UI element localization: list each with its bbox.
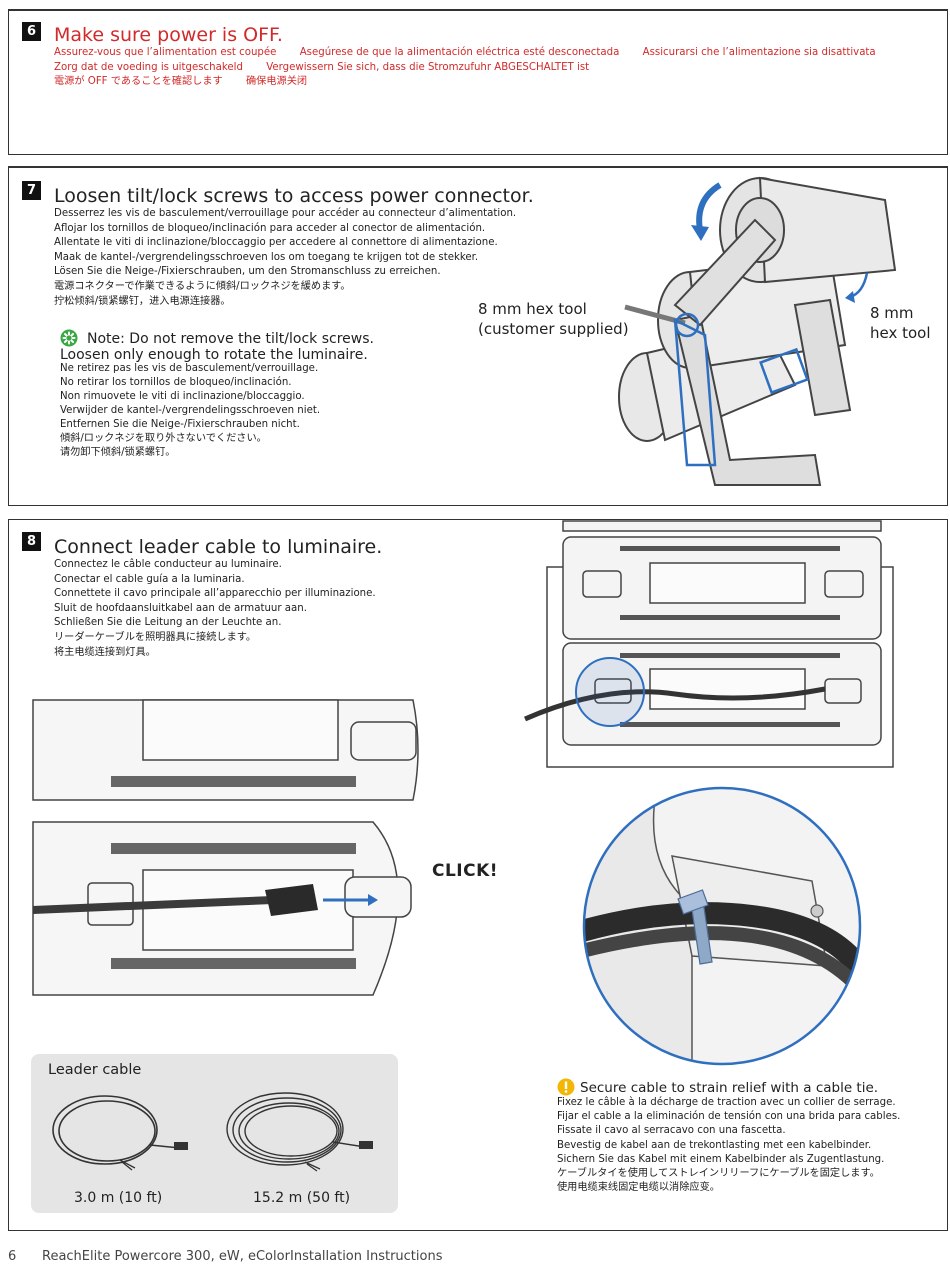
translation-es: Aflojar los tornillos de bloqueo/inclina… [54, 222, 486, 234]
translation-nl: Sluit de hoofdaansluitkabel aan de armat… [54, 602, 307, 614]
step6-panel [8, 9, 948, 155]
translation-nl: Bevestig de kabel aan de trekontlasting … [557, 1139, 872, 1151]
note-gear-icon [60, 329, 78, 347]
step8-panel [8, 519, 948, 1231]
cable-coil-icon [52, 1095, 188, 1171]
translation-de: Entfernen Sie die Neige-/Fixierschrauben… [60, 419, 300, 430]
luminaire-tilt-illustration [618, 176, 897, 486]
step7-number: 7 [22, 181, 41, 200]
translation-zh: 请勿卸下倾斜/锁紧螺钉。 [60, 447, 176, 458]
translation-it: Non rimuovete le viti di inclinazione/bl… [60, 391, 305, 402]
translation-ja: ケーブルタイを使用してストレインリリーフにケーブルを固定します。 [557, 1167, 880, 1179]
caution-icon [557, 1078, 575, 1096]
translation-zh: 使用电缆束线固定电缆以消除应变。 [557, 1182, 720, 1194]
cable-length-long: 15.2 m (50 ft) [253, 1190, 351, 1206]
step7-translations: Desserrez les vis de basculement/verroui… [54, 207, 516, 309]
translation-row: Zorg dat de voeding is uitgeschakeld Ver… [54, 61, 896, 76]
translation-row: 電源が OFF であることを確認します 确保电源关闭 [54, 75, 896, 90]
translation-es: No retirar los tornillos de bloqueo/incl… [60, 377, 292, 388]
note-translations: Ne retirez pas les vis de basculement/ve… [60, 362, 320, 460]
hex-tool-label-line2: hex tool [870, 324, 931, 342]
step8-translations: Connectez le câble conducteur au luminai… [54, 558, 376, 660]
translation-de: Vergewissern Sie sich, dass die Stromzuf… [266, 61, 590, 73]
translation-de: Sichern Sie das Kabel mit einem Kabelbin… [557, 1153, 885, 1165]
hex-tool-label-line1: 8 mm hex tool [478, 300, 587, 318]
translation-de: Lösen Sie die Neige-/Fixierschrauben, um… [54, 266, 441, 278]
translation-ja: 傾斜/ロックネジを取り外さないでください。 [60, 433, 267, 444]
step6-number: 6 [22, 22, 41, 41]
translation-de: Schließen Sie die Leitung an der Leuchte… [54, 617, 282, 629]
top-rule [8, 9, 948, 11]
connector-illustration [32, 699, 419, 996]
translation-nl: Maak de kantel-/vergrendelingsschroeven … [54, 251, 479, 263]
translation-es: Fijar el cable a la eliminación de tensi… [557, 1111, 901, 1123]
step7-title: Loosen tilt/lock screws to access power … [54, 185, 534, 207]
translation-zh: 确保电源关闭 [246, 76, 308, 87]
step7-panel [8, 167, 948, 506]
step8-number: 8 [22, 532, 41, 551]
translation-it: Fissate il cavo al serracavo con una fas… [557, 1125, 786, 1137]
translation-zh: 将主电缆连接到灯具。 [54, 646, 156, 658]
cable-connector-icon [265, 884, 318, 916]
translation-ja: リーダーケーブルを照明器具に接続します。 [54, 631, 257, 643]
translation-nl: Zorg dat de voeding is uitgeschakeld [54, 61, 243, 73]
translation-es: Asegúrese de que la alimentación eléctri… [299, 47, 620, 58]
translation-it: Assicurarsi che l’alimentazione sia disa… [642, 47, 876, 58]
secure-title: Secure cable to strain relief with a cab… [580, 1080, 879, 1096]
translation-es: Conectar el cable guía a la luminaria. [54, 573, 245, 585]
note-subtitle: Loosen only enough to rotate the luminai… [60, 347, 368, 363]
translation-zh: 拧松倾斜/锁紧螺钉，进入电源连接器。 [54, 295, 231, 307]
hex-tool-label-left: 8 mm hex tool (customer supplied) [478, 299, 629, 339]
footer-product: ReachElite Powercore 300, eW, eColor [42, 1249, 290, 1264]
footer-doc-type: Installation Instructions [290, 1249, 443, 1264]
translation-ja: 電源コネクターで作業できるように傾斜/ロックネジを緩めます。 [54, 280, 351, 292]
hex-tool-label-right: 8 mm hex tool [870, 303, 931, 343]
step6-translations: Assurez-vous que l’alimentation est coup… [54, 46, 896, 90]
cable-length-short: 3.0 m (10 ft) [74, 1190, 163, 1206]
luminaire-overview-illustration [523, 520, 894, 768]
rotate-arrow-icon [696, 182, 722, 231]
step6-title: Make sure power is OFF. [54, 24, 283, 46]
step8-title: Connect leader cable to luminaire. [54, 536, 383, 558]
cable-coil-icon [226, 1092, 373, 1172]
note-title: Note: Do not remove the tilt/lock screws… [87, 331, 374, 347]
strain-relief-detail-illustration [582, 786, 862, 1066]
footer-page-number: 6 [8, 1249, 17, 1264]
hex-tool-label-line1: 8 mm [870, 304, 914, 322]
secure-translations: Fixez le câble à la décharge de traction… [557, 1096, 900, 1195]
section-divider [8, 155, 948, 167]
translation-fr: Assurez-vous que l’alimentation est coup… [54, 47, 277, 58]
translation-it: Connettete il cavo principale all’appare… [54, 588, 376, 600]
hex-tool-label-line2: (customer supplied) [478, 320, 629, 338]
translation-it: Allentate le viti di inclinazione/blocca… [54, 237, 498, 249]
translation-ja: 電源が OFF であることを確認します [54, 76, 223, 87]
translation-fr: Desserrez les vis de basculement/verroui… [54, 208, 517, 219]
translation-fr: Ne retirez pas les vis de basculement/ve… [60, 363, 319, 374]
translation-nl: Verwijder de kantel-/vergrendelingsschro… [60, 405, 321, 416]
translation-row: Assurez-vous que l’alimentation est coup… [54, 46, 896, 61]
translation-fr: Connectez le câble conducteur au luminai… [54, 559, 282, 570]
leader-cable-title: Leader cable [48, 1062, 142, 1078]
translation-fr: Fixez le câble à la décharge de traction… [557, 1097, 896, 1108]
click-label: CLICK! [432, 861, 499, 881]
